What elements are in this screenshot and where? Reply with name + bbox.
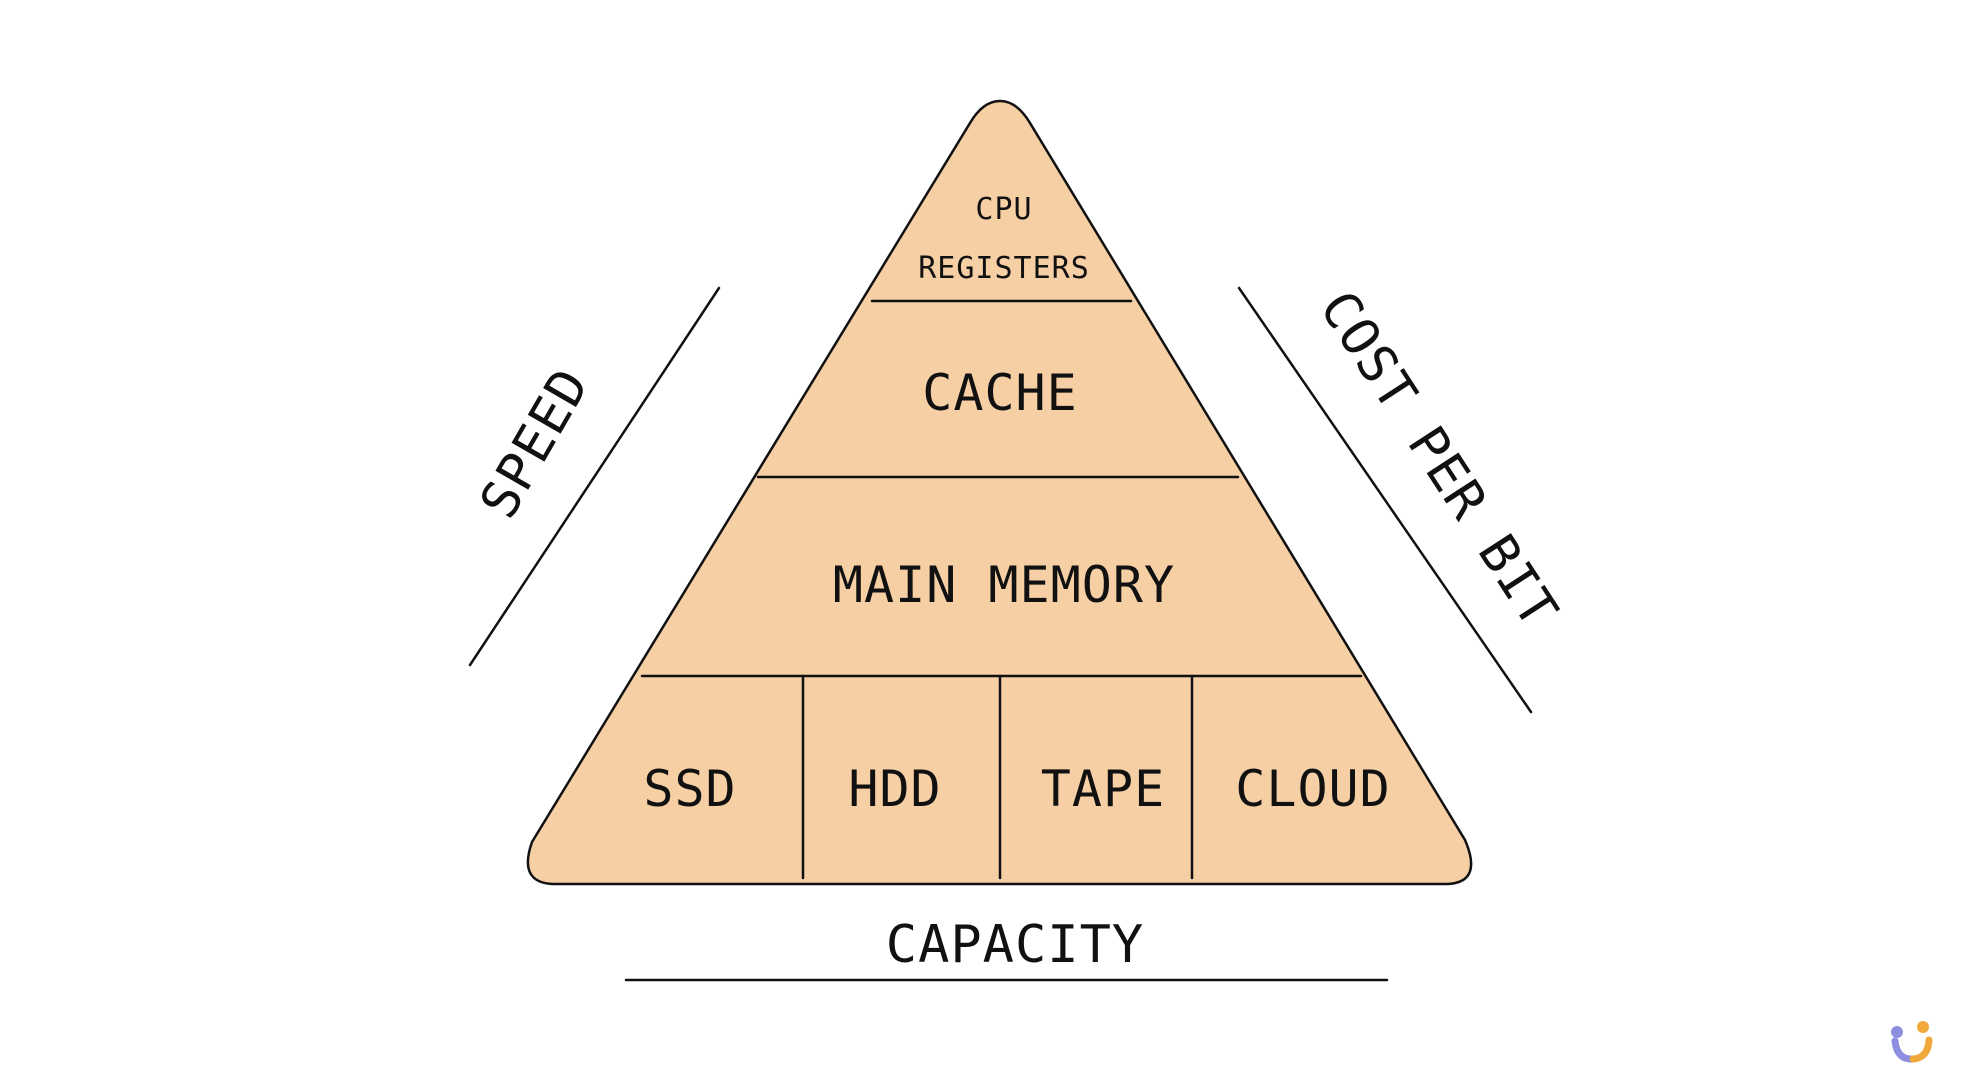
pyramid-shape <box>526 99 1473 886</box>
registers-label-line2: REGISTERS <box>918 251 1090 286</box>
ssd-label: SSD <box>643 760 736 818</box>
cost-per-bit-axis-label: COST PER BIT <box>1308 281 1569 639</box>
capacity-axis-label: CAPACITY <box>886 915 1144 975</box>
speed-axis-label: SPEED <box>469 359 602 529</box>
tape-label: TAPE <box>1041 760 1165 818</box>
brand-logo-icon <box>1891 1021 1933 1063</box>
speed-axis-line <box>468 286 721 667</box>
hdd-label: HDD <box>848 760 941 818</box>
cache-label: CACHE <box>922 364 1078 422</box>
cloud-label: CLOUD <box>1235 760 1391 818</box>
main-memory-label: MAIN MEMORY <box>833 556 1175 614</box>
cost-per-bit-axis-line <box>1237 286 1533 714</box>
registers-label-line1: CPU <box>975 192 1032 227</box>
